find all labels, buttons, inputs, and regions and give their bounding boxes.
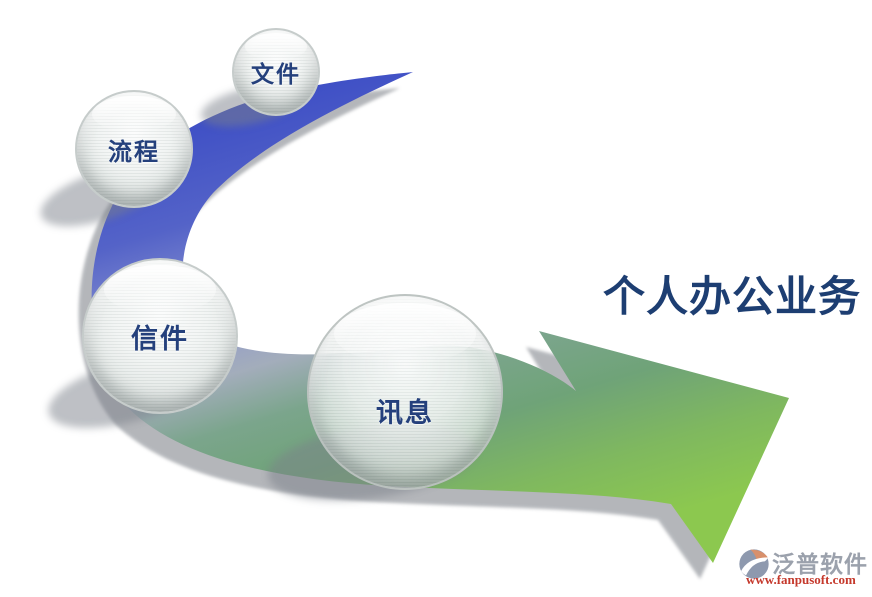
sphere-highlight [91, 95, 177, 133]
node-mail-label: 信件 [131, 323, 189, 354]
watermark-url: www.fanpusoft.com [746, 572, 856, 587]
node-file-label: 文件 [251, 61, 301, 87]
node-file: 文件 [232, 28, 320, 116]
node-message: 讯息 [307, 294, 503, 490]
fanpu-logo-icon [739, 549, 769, 579]
diagram-title: 个人办公业务 [602, 275, 861, 321]
node-process-label: 流程 [108, 138, 160, 166]
watermark-brand: 泛普软件 [772, 551, 868, 577]
node-process: 流程 [75, 90, 193, 208]
sphere-highlight [103, 265, 217, 314]
arrow-body [91, 72, 790, 563]
node-message-label: 讯息 [376, 397, 434, 428]
watermark: 泛普软件 www.fanpusoft.com [738, 545, 870, 591]
node-mail: 信件 [82, 258, 238, 414]
